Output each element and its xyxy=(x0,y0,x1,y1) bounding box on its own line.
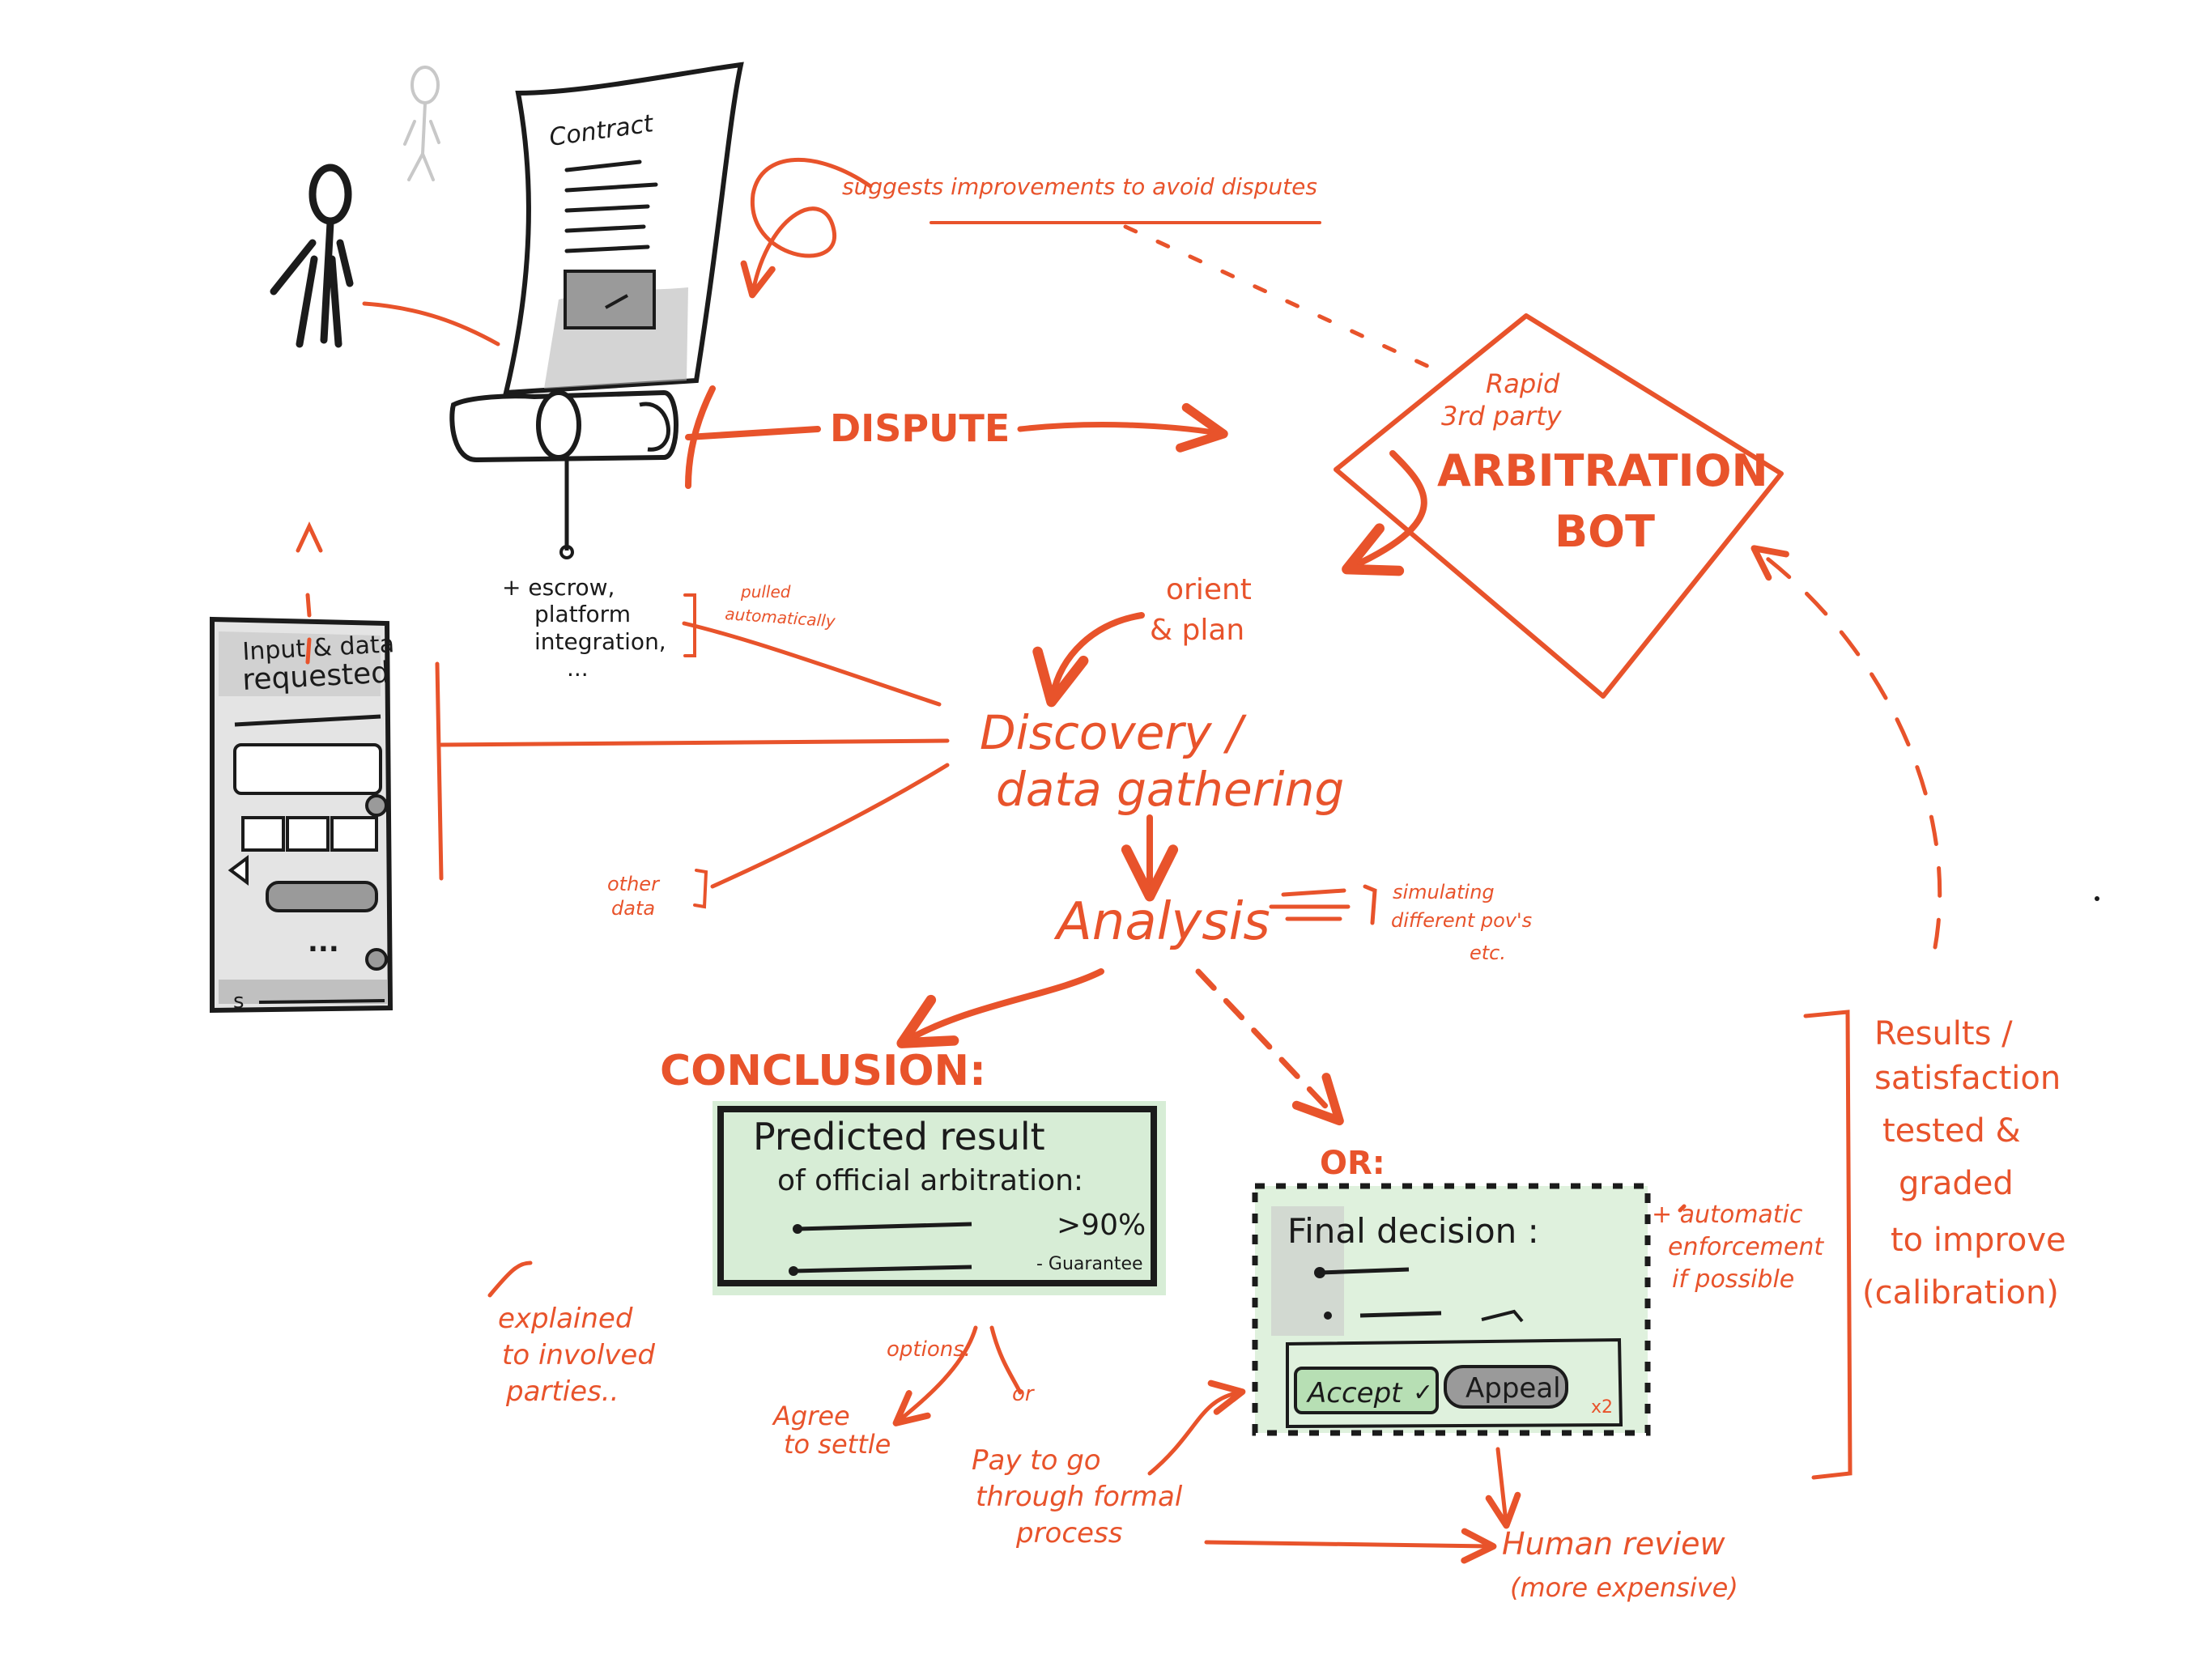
bot-line-3: ARBITRATION xyxy=(1437,445,1768,496)
conclusion-label: CONCLUSION: xyxy=(660,1047,986,1095)
other-data-line-1: other xyxy=(607,873,661,895)
connectors xyxy=(296,157,1942,1564)
contract-scroll xyxy=(449,62,744,559)
final-title: Final decision : xyxy=(1287,1211,1539,1251)
auto-line-3: if possible xyxy=(1672,1265,1794,1294)
simulating-line-1: simulating xyxy=(1393,881,1495,903)
phone-more: ... xyxy=(308,926,339,959)
dispute-label: DISPUTE xyxy=(830,406,1010,450)
arrow-suggests-to-contract xyxy=(740,157,873,299)
arrow-results-to-bot xyxy=(1750,545,1942,950)
phone-mockup xyxy=(210,616,393,1014)
ghost-person-icon xyxy=(403,66,440,181)
x2-label: x2 xyxy=(1591,1397,1613,1418)
results-line-4: graded xyxy=(1899,1165,2014,1202)
pay-line-2: through formal xyxy=(976,1481,1183,1513)
pulled-line-2: automatically xyxy=(725,604,837,631)
pay-line-1: Pay to go xyxy=(972,1444,1101,1477)
predicted-line-2: of official arbitration: xyxy=(777,1164,1083,1197)
extras-line-4: ... xyxy=(567,655,589,682)
explained-line-1: explained xyxy=(498,1303,633,1335)
results-line-6: (calibration) xyxy=(1862,1274,2059,1312)
arbitration-bot-diamond xyxy=(1334,313,1784,699)
appeal-button-label: Appeal xyxy=(1465,1372,1561,1405)
bot-line-4: BOT xyxy=(1555,506,1655,557)
orient-line-2: & plan xyxy=(1150,614,1244,647)
other-data-line-2: data xyxy=(611,897,655,920)
simulating-line-2: different pov's xyxy=(1391,909,1532,932)
agree-line-1: Agree xyxy=(772,1401,850,1431)
stray-dot xyxy=(2095,896,2099,901)
results-line-5: to improve xyxy=(1891,1222,2066,1259)
arrow-dispute xyxy=(1017,402,1228,453)
or-label: OR: xyxy=(1320,1145,1385,1182)
extras-line-2: platform xyxy=(534,601,631,627)
predicted-line-1: Predicted result xyxy=(753,1115,1045,1158)
bot-line-2: 3rd party xyxy=(1441,401,1563,432)
accept-button-label: Accept xyxy=(1306,1377,1403,1409)
human-line-2: (more expensive) xyxy=(1510,1572,1738,1603)
arrow-pay-to-final xyxy=(1147,1380,1246,1476)
pay-line-3: process xyxy=(1015,1517,1122,1550)
arrow-orient xyxy=(1032,612,1145,708)
human-line-1: Human review xyxy=(1502,1526,1726,1562)
phone-bottom: s xyxy=(233,989,245,1014)
arrow-to-conclusion xyxy=(896,968,1104,1048)
extras-line-1: + escrow, xyxy=(502,574,615,601)
results-line-1: Results / xyxy=(1874,1015,2013,1052)
extras-line-3: integration, xyxy=(534,628,666,655)
orient-line-1: orient xyxy=(1166,573,1252,606)
auto-line-1: + automatic xyxy=(1652,1201,1803,1229)
predicted-pct: >90% xyxy=(1057,1209,1146,1242)
predicted-result-card xyxy=(713,1101,1166,1295)
explained-line-3: parties.. xyxy=(505,1375,619,1408)
person-icon xyxy=(270,164,354,348)
final-decision-card xyxy=(1252,1183,1651,1436)
phone-title-2: requested xyxy=(241,657,390,697)
discovery-line-1: Discovery / xyxy=(980,705,1247,760)
arrow-pay-to-human xyxy=(1204,1528,1497,1564)
options-label: options: xyxy=(887,1337,972,1362)
predicted-guarantee: - Guarantee xyxy=(1036,1254,1143,1274)
auto-line-2: enforcement xyxy=(1668,1233,1824,1261)
simulating-line-3: etc. xyxy=(1470,942,1506,964)
discovery-line-2: data gathering xyxy=(996,762,1344,817)
arrow-to-final xyxy=(1195,968,1344,1126)
or-option-label: or xyxy=(1012,1382,1036,1406)
bot-line-1: Rapid xyxy=(1486,368,1560,399)
explained-line-2: to involved xyxy=(502,1339,655,1371)
agree-line-2: to settle xyxy=(784,1429,891,1460)
analysis-label: Analysis xyxy=(1053,892,1270,952)
results-line-2: satisfaction xyxy=(1874,1060,2061,1097)
results-line-3: tested & xyxy=(1882,1112,2021,1150)
suggests-label: suggests improvements to avoid disputes xyxy=(842,173,1317,200)
arrow-to-discovery xyxy=(1342,450,1427,576)
arrow-to-agree xyxy=(892,1325,978,1426)
accept-check-icon: ✓ xyxy=(1413,1379,1433,1407)
pulled-line-1: pulled xyxy=(740,582,791,602)
arrow-to-human-review xyxy=(1485,1447,1521,1529)
